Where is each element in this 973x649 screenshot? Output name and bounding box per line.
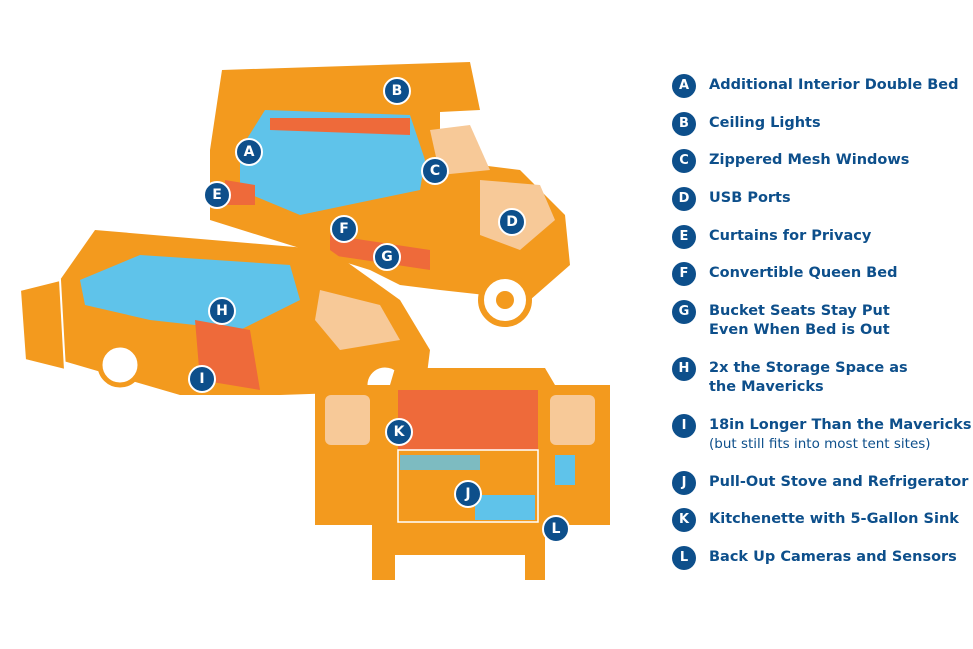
legend-badge: J xyxy=(672,471,696,495)
legend-item: D USB Ports xyxy=(672,187,791,211)
legend-badge: H xyxy=(672,357,696,381)
legend-item: C Zippered Mesh Windows xyxy=(672,149,909,173)
marker-j: J xyxy=(454,480,482,508)
legend-badge: F xyxy=(672,262,696,286)
marker-f: F xyxy=(330,215,358,243)
legend-text: Kitchenette with 5-Gallon Sink xyxy=(709,511,959,527)
legend-text: Zippered Mesh Windows xyxy=(709,152,910,168)
legend-badge: A xyxy=(672,74,696,98)
legend-subtext: (but still fits into most tent sites) xyxy=(709,436,931,452)
legend-text: Curtains for Privacy xyxy=(709,228,872,244)
legend-text: Ceiling Lights xyxy=(709,115,821,131)
legend-text: Bucket Seats Stay Put Even When Bed is O… xyxy=(709,303,890,338)
legend-badge: D xyxy=(672,187,696,211)
legend-item: F Convertible Queen Bed xyxy=(672,262,897,286)
legend-item: J Pull-Out Stove and Refrigerator xyxy=(672,471,968,495)
rear-van xyxy=(315,368,610,580)
legend-text: Back Up Cameras and Sensors xyxy=(709,549,957,565)
legend-item: E Curtains for Privacy xyxy=(672,225,871,249)
marker-i: I xyxy=(188,365,216,393)
legend-item: B Ceiling Lights xyxy=(672,112,821,136)
legend-item: G Bucket Seats Stay Put Even When Bed is … xyxy=(672,300,924,340)
legend-item: A Additional Interior Double Bed xyxy=(672,74,959,98)
legend-text: Convertible Queen Bed xyxy=(709,265,898,281)
marker-l: L xyxy=(542,515,570,543)
marker-h: H xyxy=(208,297,236,325)
legend-item: I 18in Longer Than the Mavericks (but stil… xyxy=(672,414,971,454)
legend-item: H 2x the Storage Space as the Mavericks xyxy=(672,357,939,397)
marker-b: B xyxy=(383,77,411,105)
legend-badge: B xyxy=(672,112,696,136)
marker-e: E xyxy=(203,181,231,209)
marker-k: K xyxy=(385,418,413,446)
legend-badge: C xyxy=(672,149,696,173)
legend-text-wrap: 18in Longer Than the Mavericks (but still… xyxy=(709,416,971,454)
marker-c: C xyxy=(421,157,449,185)
pop-top-van xyxy=(210,62,570,327)
legend-text: 2x the Storage Space as the Mavericks xyxy=(709,360,908,395)
legend-badge: E xyxy=(672,225,696,249)
legend-badge: K xyxy=(672,508,696,532)
legend-badge: I xyxy=(672,414,696,438)
marker-a: A xyxy=(235,138,263,166)
marker-d: D xyxy=(498,208,526,236)
legend-item: L Back Up Cameras and Sensors xyxy=(672,546,957,570)
legend-badge: G xyxy=(672,300,696,324)
legend-text: Pull-Out Stove and Refrigerator xyxy=(709,474,969,490)
legend-item: K Kitchenette with 5-Gallon Sink xyxy=(672,508,959,532)
legend-badge: L xyxy=(672,546,696,570)
marker-g: G xyxy=(373,243,401,271)
legend-text: Additional Interior Double Bed xyxy=(709,77,959,93)
legend-text: USB Ports xyxy=(709,190,791,206)
legend-text: 18in Longer Than the Mavericks xyxy=(709,417,972,433)
